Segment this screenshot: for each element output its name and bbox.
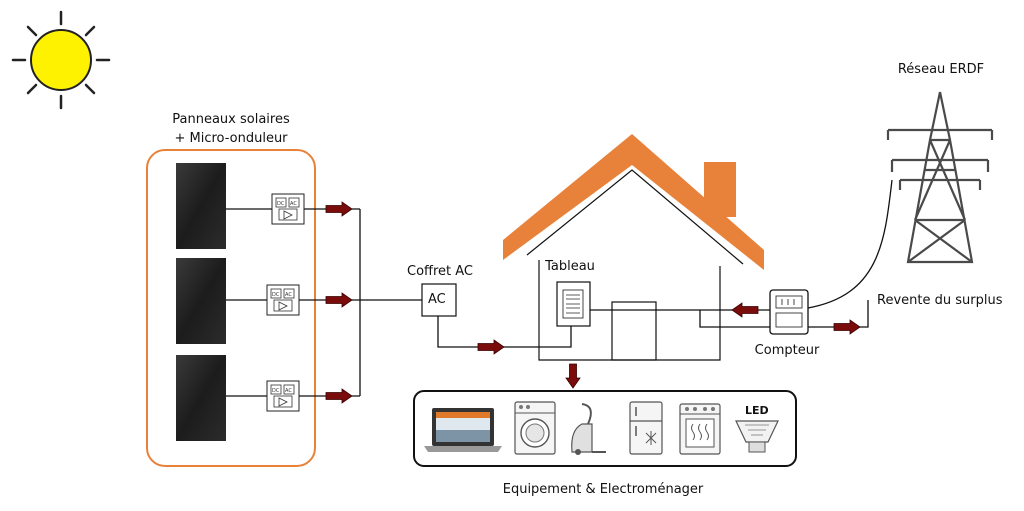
flow-arrow-2	[325, 292, 353, 308]
flow-arrow-3	[325, 388, 353, 404]
revente-label: Revente du surplus	[877, 293, 1003, 308]
meter-icon	[769, 289, 809, 335]
washing-machine-icon	[514, 401, 556, 455]
micro-inverter-2	[266, 284, 300, 316]
tableau-label: Tableau	[545, 259, 595, 274]
micro-inverter-3	[266, 380, 300, 412]
flow-arrow-to-house	[731, 302, 759, 318]
led-text: LED	[745, 404, 769, 417]
panels-label-line1: Panneaux solaires	[172, 112, 290, 127]
sun-icon	[11, 10, 111, 110]
solar-panel-3	[176, 355, 226, 441]
flow-arrow-1	[325, 201, 353, 217]
fridge-icon	[629, 401, 663, 455]
inverter-dc-text: DC	[277, 201, 285, 207]
coffret-ac-label: Coffret AC	[406, 264, 474, 279]
inverter-dc-text: DC	[272, 292, 280, 298]
micro-inverter-3-labels: DC AC	[272, 388, 292, 394]
inverter-dc-text: DC	[272, 388, 280, 394]
reseau-label: Réseau ERDF	[897, 62, 985, 77]
flow-arrow-to-tableau	[477, 339, 505, 355]
laptop-icon	[424, 408, 502, 452]
micro-inverter-1	[271, 193, 305, 225]
power-pylon-icon	[886, 91, 994, 264]
solar-panel-2	[176, 258, 226, 344]
house	[503, 134, 764, 361]
house-door	[611, 301, 657, 361]
vacuum-cleaner-icon	[571, 403, 606, 455]
solar-panel-1	[176, 163, 226, 249]
panel-group-frame	[146, 149, 316, 467]
equipment-label: Equipement & Electroménager	[502, 482, 704, 497]
coffret-ac-box-label: AC	[428, 292, 446, 307]
micro-inverter-2-labels: DC AC	[272, 292, 292, 298]
flow-arrow-to-equipment	[565, 363, 581, 389]
led-bulb-icon	[735, 420, 779, 453]
inverter-ac-text: AC	[285, 292, 292, 298]
micro-inverter-1-labels: DC AC	[277, 201, 297, 207]
panels-label-line2: + Micro-onduleur	[174, 131, 288, 146]
oven-icon	[679, 403, 721, 455]
coffret-ac-box	[421, 283, 457, 317]
roof	[503, 134, 764, 270]
inverter-ac-text: AC	[285, 388, 292, 394]
compteur-label: Compteur	[754, 343, 820, 358]
inverter-ac-text: AC	[290, 201, 297, 207]
flow-arrow-to-grid	[833, 319, 861, 335]
electrical-panel-icon	[556, 281, 591, 327]
